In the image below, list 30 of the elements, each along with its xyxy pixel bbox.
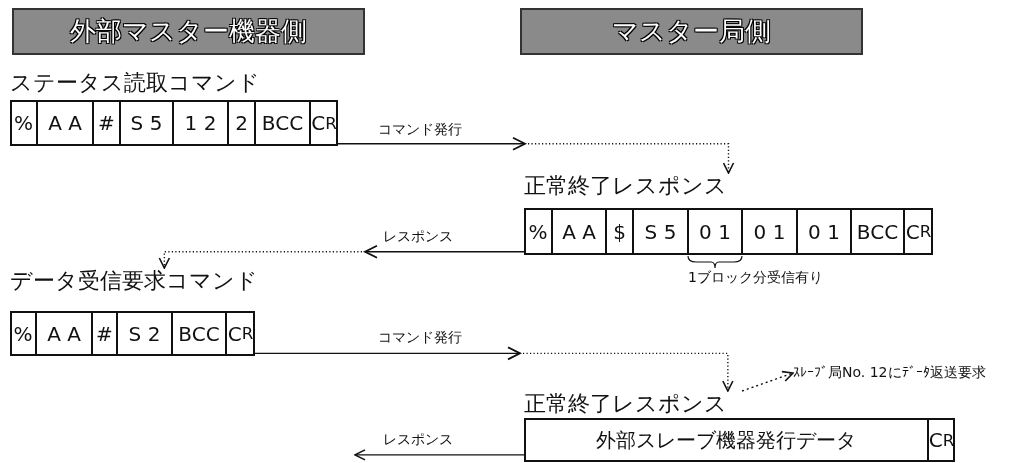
field-cell: S 5 <box>633 208 688 255</box>
section-header: 外部マスター機器側 <box>12 8 365 55</box>
field-cell: S 5 <box>120 100 173 146</box>
field-cell: BCC <box>851 208 904 255</box>
field-cell: 1 2 <box>173 100 228 146</box>
field-cell: # <box>92 311 117 356</box>
arrow <box>741 370 794 392</box>
frame-heading: 正常終了レスポンス <box>524 391 727 417</box>
arrow <box>254 346 734 392</box>
field-cell: # <box>93 100 120 146</box>
annotation-text: 1ブロック分受信有り <box>688 269 823 287</box>
field-cell: 0 1 <box>688 208 742 255</box>
field-cell: BCC <box>172 311 226 356</box>
field-cell: 2 <box>228 100 255 146</box>
field-cell: A A <box>552 208 606 255</box>
note-text: ｽﾚｰﾌﾞ局No. 12にﾃﾞｰﾀ返送要求 <box>793 364 986 382</box>
field-cell: A A <box>37 100 93 146</box>
arrow <box>337 136 735 174</box>
field-cell: A A <box>36 311 92 356</box>
field-cell: 0 1 <box>797 208 851 255</box>
field-cell: BCC <box>255 100 310 146</box>
arrow <box>158 244 525 269</box>
frame-heading: 正常終了レスポンス <box>524 173 727 199</box>
field-cell: S 2 <box>117 311 172 356</box>
section-header: マスター局側 <box>520 8 863 55</box>
field-cell: 0 1 <box>742 208 797 255</box>
arrow <box>354 449 525 461</box>
field-cell: $ <box>606 208 633 255</box>
frame-heading: ステータス読取コマンド <box>10 70 260 96</box>
frame-heading: データ受信要求コマンド <box>10 268 258 294</box>
